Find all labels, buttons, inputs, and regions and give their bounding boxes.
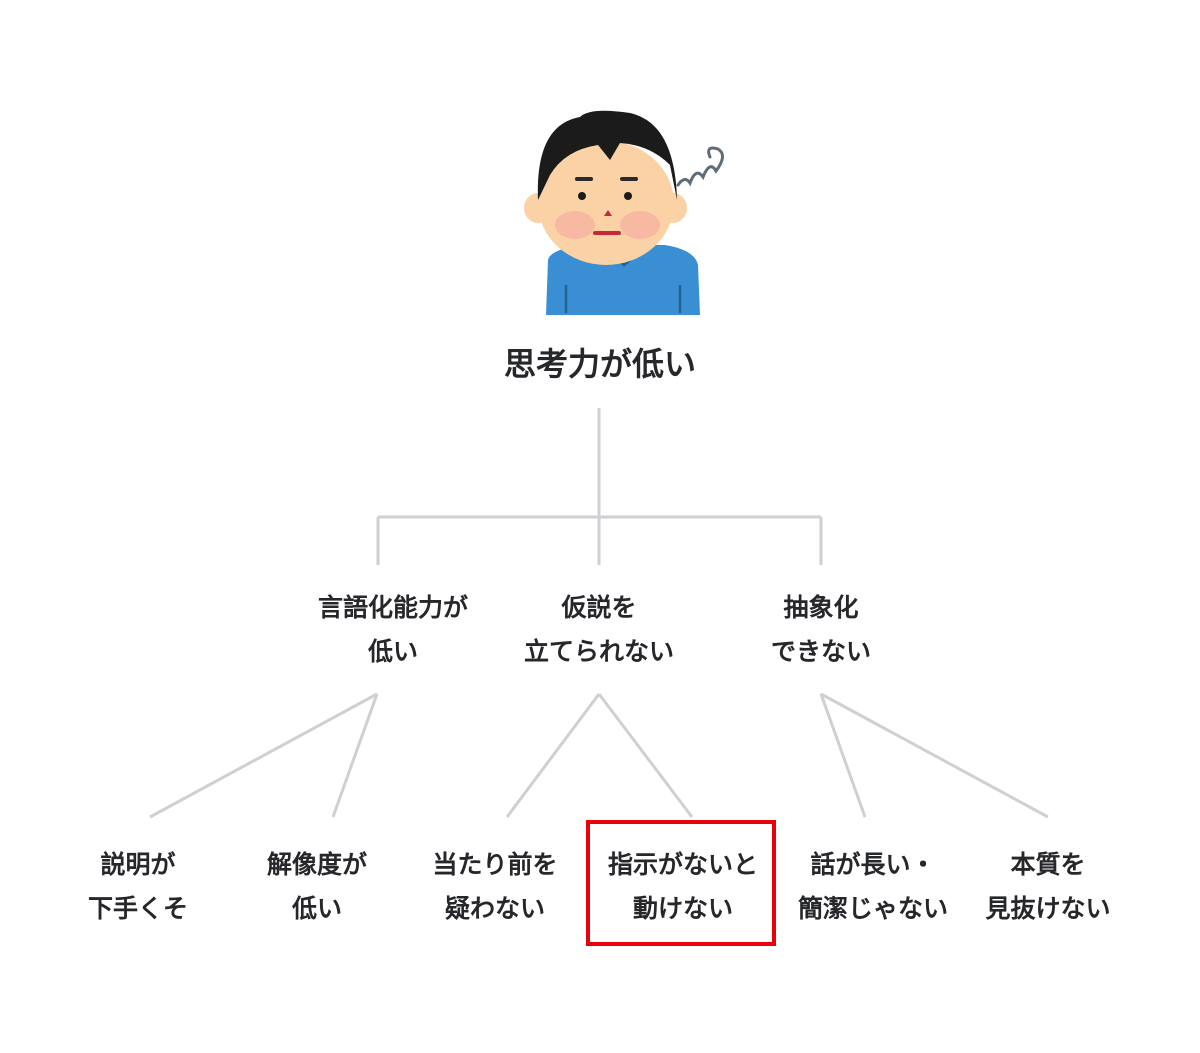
level2-node-abstraction: 抽象化 できない — [711, 586, 931, 674]
node-line: 当たり前を — [432, 850, 558, 879]
node-line: 立てられない — [523, 637, 674, 666]
node-line: 低い — [291, 894, 342, 923]
node-line: 話が長い・ — [810, 850, 936, 879]
level2-node-verbalization: 言語化能力が 低い — [283, 586, 503, 674]
node-line: 抽象化 — [783, 593, 859, 622]
node-line: 言語化能力が — [317, 593, 468, 622]
troubled-person-illustration — [524, 110, 724, 315]
node-line: 下手くそ — [87, 894, 188, 923]
node-line: 説明が — [100, 850, 176, 879]
root-text: 思考力が低い — [503, 345, 696, 383]
node-line: 解像度が — [266, 850, 367, 879]
node-line: できない — [770, 637, 871, 666]
node-line: 低い — [367, 637, 418, 666]
node-line: 簡潔じゃない — [797, 894, 948, 923]
level3-node: 説明が 下手くそ — [43, 843, 233, 931]
level2-node-hypothesis: 仮説を 立てられない — [489, 586, 709, 674]
root-node-label: 思考力が低い — [400, 340, 800, 388]
level3-node: 本質を 見抜けない — [953, 843, 1143, 931]
node-line: 疑わない — [444, 894, 545, 923]
node-line: 指示がないと — [607, 850, 758, 879]
node-line: 仮説を — [561, 593, 637, 622]
level3-node: 解像度が 低い — [222, 843, 412, 931]
level3-node: 話が長い・ 簡潔じゃない — [778, 843, 968, 931]
level3-node-highlighted: 指示がないと 動けない — [588, 843, 778, 931]
level3-node: 当たり前を 疑わない — [400, 843, 590, 931]
node-line: 見抜けない — [985, 894, 1111, 923]
highlight-box — [586, 820, 776, 946]
node-line: 本質を — [1010, 850, 1086, 879]
node-line: 動けない — [632, 894, 733, 923]
